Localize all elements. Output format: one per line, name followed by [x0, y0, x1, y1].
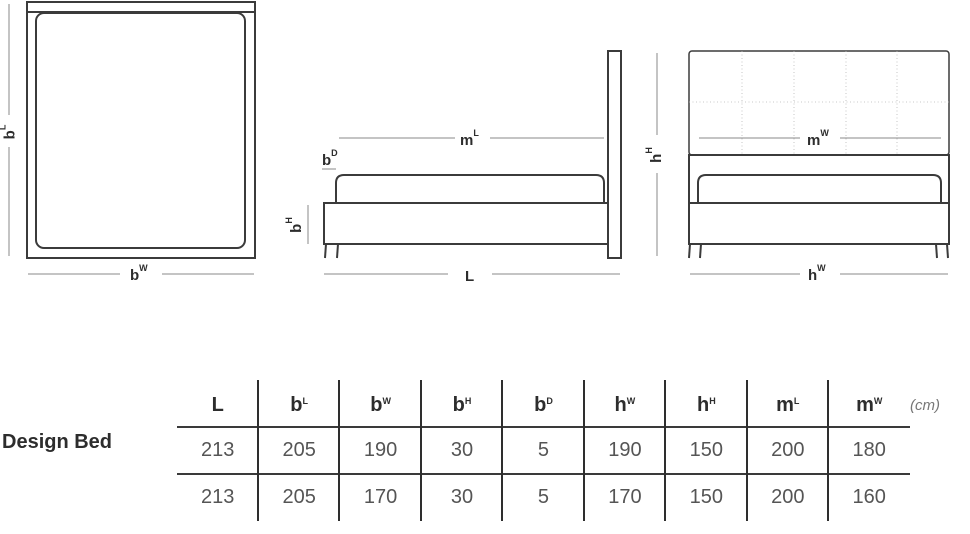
column-divider: [420, 380, 422, 521]
unit-label: (cm): [910, 397, 940, 414]
side-view-drawing: [307, 50, 622, 275]
table-cell: 205: [282, 486, 316, 508]
table-cell: 170: [608, 486, 642, 508]
table-cell: 205: [282, 439, 316, 461]
table-cell: 190: [363, 439, 398, 461]
column-header-L: L: [211, 394, 224, 416]
table-cell: 5: [537, 439, 550, 461]
table-cell: 30: [450, 486, 474, 508]
table-cell: 190: [608, 439, 642, 461]
product-name: Design Bed: [2, 431, 113, 453]
table-cell: 150: [689, 439, 724, 461]
top-view-drawing: [8, 1, 256, 275]
column-divider: [583, 380, 585, 521]
table-row: 213 205 190 30 5 190 150 200 180: [177, 427, 910, 474]
column-divider: [501, 380, 503, 521]
dim-label-bed-length: bL: [0, 125, 19, 140]
table-cell: 213: [201, 439, 235, 461]
dim-label-mattress-width: mW: [807, 128, 829, 149]
table-cell: 150: [689, 486, 724, 508]
table-divider: [177, 426, 910, 428]
dim-label-bed-height: bH: [283, 217, 305, 233]
dim-label-bed-width: bW: [130, 263, 148, 284]
dim-label-mattress-length: mL: [460, 128, 479, 149]
table-row: 213 205 170 30 5 170 150 200 160: [177, 474, 910, 521]
table-divider: [177, 473, 910, 475]
table-cell: 180: [852, 439, 886, 461]
dim-label-headboard-height: hH: [643, 147, 665, 163]
dim-label-headboard-width: hW: [808, 263, 826, 284]
table-cell: 30: [450, 439, 474, 461]
table-cell: 170: [363, 486, 398, 508]
dim-label-bed-depth: bD: [322, 148, 338, 169]
dim-label-total-length: L: [465, 268, 475, 285]
table-cell: 213: [201, 486, 235, 508]
front-view-drawing: [656, 50, 950, 275]
table-cell: 200: [771, 439, 805, 461]
column-divider: [746, 380, 748, 521]
column-divider: [338, 380, 340, 521]
column-divider: [664, 380, 666, 521]
column-divider: [827, 380, 829, 521]
column-divider: [257, 380, 259, 521]
table-cell: 5: [537, 486, 550, 508]
table-cell: 160: [852, 486, 886, 508]
table-cell: 200: [771, 486, 805, 508]
